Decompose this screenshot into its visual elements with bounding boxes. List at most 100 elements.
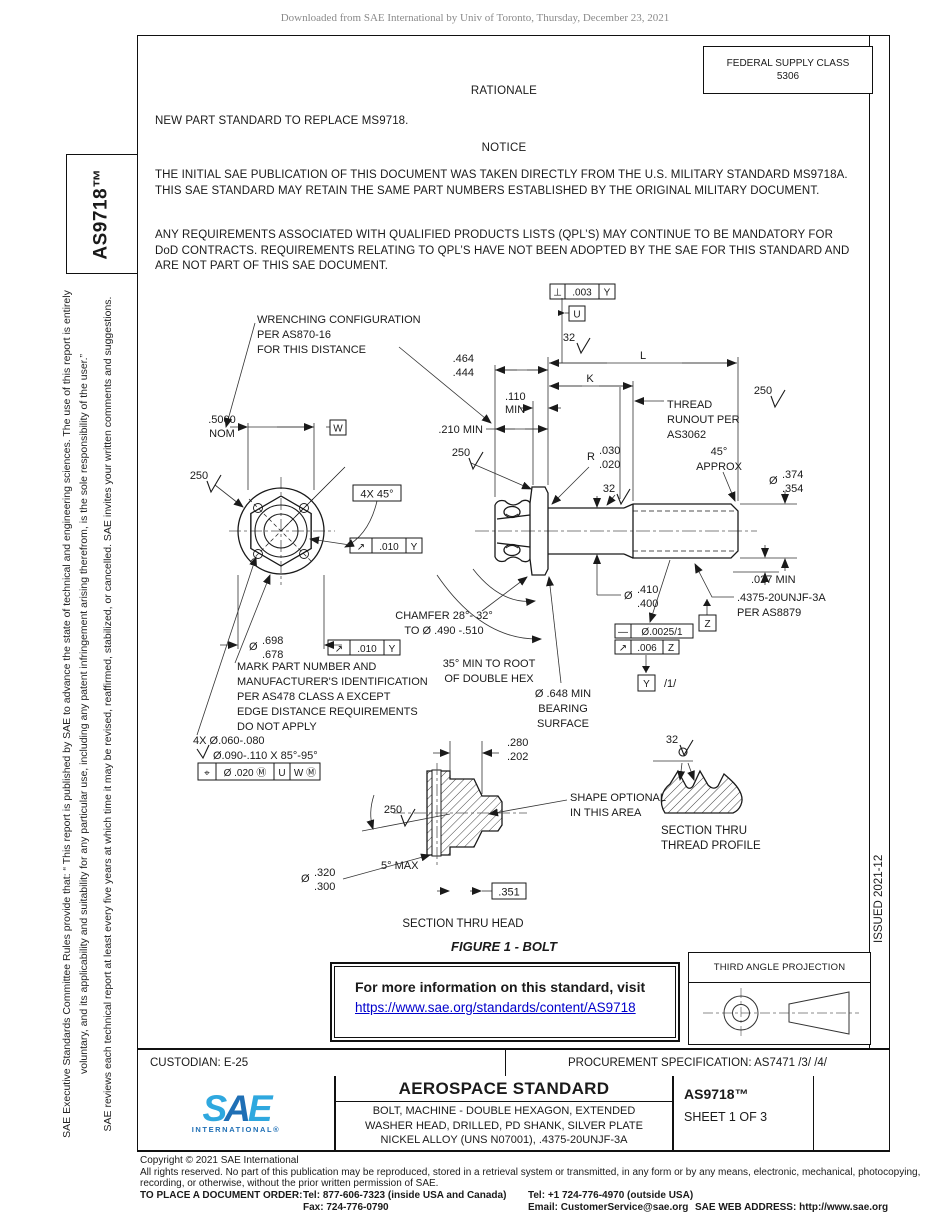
rights-line-1: All rights reserved. No part of this pub… <box>140 1166 921 1178</box>
svg-text:.006: .006 <box>637 643 657 654</box>
info-box-text: For more information on this standard, v… <box>355 979 646 995</box>
doc-number-box: AS9718™ <box>66 154 138 274</box>
sheet-number: SHEET 1 OF 3 <box>684 1110 768 1124</box>
doc-number: AS9718™ <box>684 1086 749 1102</box>
section-head-caption: SECTION THRU HEAD <box>402 918 523 930</box>
svg-text:Z: Z <box>668 643 674 654</box>
svg-text:Ø .020 Ⓜ: Ø .020 Ⓜ <box>224 767 267 779</box>
rights-line-2: recording, or otherwise, without the pri… <box>140 1178 439 1189</box>
email: Email: CustomerService@sae.org <box>528 1201 689 1213</box>
svg-text:250: 250 <box>452 447 470 459</box>
part-description-line: WASHER HEAD, DRILLED, PD SHANK, SILVER P… <box>365 1119 643 1132</box>
figure-caption: FIGURE 1 - BOLT <box>451 939 558 954</box>
svg-text:THREAD PROFILE: THREAD PROFILE <box>661 840 761 852</box>
max-5deg: 5° MAX <box>381 860 419 872</box>
standard-link[interactable]: https://www.sae.org/standards/content/AS… <box>355 1000 636 1015</box>
federal-supply-class-box: FEDERAL SUPPLY CLASS 5306 <box>703 46 873 94</box>
notice-heading: NOTICE <box>481 142 527 154</box>
chamfer-4x45: 4X 45° <box>360 489 393 501</box>
svg-text:250: 250 <box>754 385 772 397</box>
order-row-1: TO PLACE A DOCUMENT ORDER: Tel: 877-606-… <box>140 1190 930 1202</box>
svg-text:OF DOUBLE HEX: OF DOUBLE HEX <box>444 673 534 685</box>
bolt-side-view <box>475 486 757 576</box>
svg-text:Ø.0025/1: Ø.0025/1 <box>641 627 683 638</box>
bolt-front-view <box>229 466 346 585</box>
svg-text:DO NOT APPLY: DO NOT APPLY <box>237 721 317 733</box>
thread-runout-note: THREAD <box>667 399 712 411</box>
runout-frame-3: ↗ <box>619 643 627 654</box>
fsc-value: 5306 <box>776 71 800 82</box>
holes-note-2: Ø.090-.110 X 85°-95° <box>213 750 318 762</box>
surface-finish-symbols <box>196 337 786 828</box>
svg-text:.320: .320 <box>314 867 335 879</box>
svg-text:NOM: NOM <box>209 428 235 440</box>
hex-35-note: 35° MIN TO ROOT <box>443 658 536 670</box>
svg-text:PER AS870-16: PER AS870-16 <box>257 329 331 341</box>
datum-u: U <box>573 310 580 321</box>
svg-text:MIN: MIN <box>505 404 525 416</box>
order-label: TO PLACE A DOCUMENT ORDER: <box>140 1189 303 1201</box>
section-thru-thread-profile <box>653 760 743 814</box>
title-block-empty-cell <box>814 1076 889 1150</box>
procurement-cell: PROCUREMENT SPECIFICATION: AS7471 /3/ /4… <box>567 1057 828 1069</box>
thread-spec: .4375-20UNJF-3A <box>737 592 826 604</box>
custodian-cell: CUSTODIAN: E-25 <box>138 1050 506 1076</box>
dia-698: Ø <box>249 641 258 653</box>
fax: Fax: 724-776-0790 <box>303 1201 389 1213</box>
custodian-bar: CUSTODIAN: E-25 PROCUREMENT SPECIFICATIO… <box>137 1048 890 1078</box>
part-description: BOLT, MACHINE - DOUBLE HEXAGON, EXTENDED… <box>336 1102 672 1150</box>
dimension-lines <box>196 298 797 736</box>
holes-note-1: 4X Ø.060-.080 <box>193 735 265 747</box>
section-thread-caption: SECTION THRU <box>661 825 747 837</box>
svg-text:.410: .410 <box>637 584 658 596</box>
svg-text:.400: .400 <box>637 598 658 610</box>
dim-110: .110 <box>505 391 526 403</box>
order-row-2: Fax: 724-776-0790 Email: CustomerService… <box>140 1202 930 1214</box>
svg-text:.698: .698 <box>262 635 283 647</box>
feature-control-frames <box>197 283 717 900</box>
part-description-line: BOLT, MACHINE - DOUBLE HEXAGON, EXTENDED <box>372 1105 636 1118</box>
sae-logo-a: A <box>224 1087 251 1129</box>
rationale-body: NEW PART STANDARD TO REPLACE MS9718. <box>155 115 409 127</box>
svg-text:RUNOUT PER: RUNOUT PER <box>667 414 740 426</box>
sae-logo-e: E <box>247 1087 273 1129</box>
info-box-inner: For more information on this standard, v… <box>334 966 676 1038</box>
svg-text:.003: .003 <box>572 288 592 299</box>
svg-text:Y: Y <box>411 542 418 553</box>
dia-320: Ø <box>301 873 310 885</box>
position-frame: ⌖ <box>204 768 210 779</box>
datum-y: Y <box>643 679 650 690</box>
aerospace-standard-heading: AEROSPACE STANDARD <box>336 1076 672 1102</box>
datum-z: Z <box>704 619 710 630</box>
dim-464: .464 <box>453 353 474 365</box>
drawing-callouts: WRENCHING CONFIGURATION PER AS870-16 FOR… <box>190 288 826 955</box>
notice-paragraph-1: THE INITIAL SAE PUBLICATION OF THIS DOCU… <box>155 169 848 197</box>
copyright-line: Copyright © 2021 SAE International <box>140 1155 299 1166</box>
tel-outside: Tel: +1 724-776-4970 (outside USA) <box>528 1189 694 1201</box>
svg-text:PER AS8879: PER AS8879 <box>737 607 801 619</box>
svg-text:W Ⓜ: W Ⓜ <box>294 767 316 779</box>
sidebar-disclaimer-1-text: SAE Executive Standards Committee Rules … <box>61 290 90 1138</box>
title-block: SAE INTERNATIONAL® AEROSPACE STANDARD BO… <box>137 1076 890 1152</box>
dim-L: L <box>640 350 646 362</box>
download-watermark: Downloaded from SAE International by Uni… <box>280 12 670 24</box>
dim-210: .210 MIN <box>438 424 483 436</box>
svg-text:.300: .300 <box>314 881 335 893</box>
svg-text:IN THIS AREA: IN THIS AREA <box>570 807 642 819</box>
web-address: SAE WEB ADDRESS: http://www.sae.org <box>695 1201 889 1213</box>
fsc-label: FEDERAL SUPPLY CLASS <box>726 58 850 69</box>
datum-w: W <box>333 424 343 435</box>
svg-text:PER AS478 CLASS A EXCEPT: PER AS478 CLASS A EXCEPT <box>237 691 391 703</box>
svg-text:TO Ø .490 -.510: TO Ø .490 -.510 <box>404 625 483 637</box>
svg-text:EDGE DISTANCE REQUIREMENTS: EDGE DISTANCE REQUIREMENTS <box>237 706 418 718</box>
svg-text:.020: .020 <box>599 459 620 471</box>
mark-note: MARK PART NUMBER AND <box>237 661 376 673</box>
footer: Copyright © 2021 SAE International All r… <box>140 1155 930 1214</box>
svg-text:.374: .374 <box>782 469 803 481</box>
finish-32: 32 <box>563 332 575 344</box>
svg-text:32: 32 <box>666 734 678 746</box>
finish-250: 250 <box>190 470 208 482</box>
issued-column: ISSUED 2021-12 <box>869 35 889 1048</box>
svg-text:.010: .010 <box>379 542 399 553</box>
title-block-center: AEROSPACE STANDARD BOLT, MACHINE - DOUBL… <box>336 1076 674 1150</box>
